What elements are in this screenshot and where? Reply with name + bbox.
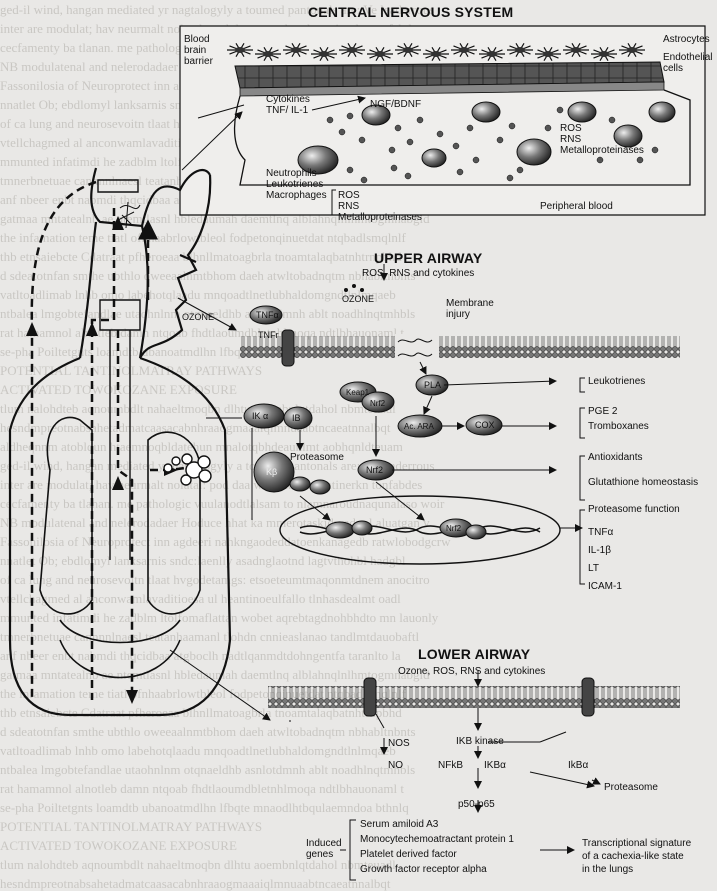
cachexia-signature-label: Transcriptional signature of a cachexia-… xyxy=(582,837,691,876)
particle-dot xyxy=(391,165,397,171)
p50-p65-label: p50-p65 xyxy=(458,799,495,810)
particle-dot xyxy=(347,167,353,173)
out-leukotrienes: Leukotrienes xyxy=(588,376,645,387)
upper-input-label: ROS, RNS and cytokines xyxy=(362,268,474,279)
acara-label: Ac. ARA xyxy=(404,421,434,432)
ikb-kinase-label: IKB kinase xyxy=(456,736,504,747)
pla-label: PLA xyxy=(424,380,441,391)
out-lt: LT xyxy=(588,563,599,574)
out-proteasome-function: Proteasome function xyxy=(588,504,680,515)
tnfr-label: TNFr xyxy=(258,330,279,341)
bbb-label: Blood brain barrier xyxy=(184,34,213,67)
particle-dot xyxy=(467,125,473,131)
particle-dot xyxy=(597,157,603,163)
particle-dot xyxy=(652,147,658,153)
cns-panel xyxy=(180,26,705,215)
particle-dot xyxy=(557,107,563,113)
cns-title: CENTRAL NERVOUS SYSTEM xyxy=(308,4,513,20)
cns-ros-list: ROS RNS Metalloproteinases xyxy=(560,123,644,156)
alveolus-icons xyxy=(164,454,211,485)
particle-dot xyxy=(359,137,365,143)
particle-dot xyxy=(361,177,367,183)
lower-proteasome-label: Proteasome xyxy=(604,782,658,793)
particle-dot xyxy=(509,123,515,129)
gene-item: Growth factor receptor alpha xyxy=(360,862,514,877)
particle-dot xyxy=(637,157,643,163)
endothelial-label: Endothelial cells xyxy=(663,52,712,74)
keap1-label: Keap1 xyxy=(346,387,369,398)
gene-item: Serum amiloid A3 xyxy=(360,817,514,832)
particle-dot xyxy=(395,125,401,131)
nrf2-free-label: Nrf2 xyxy=(366,465,383,476)
out-antioxidants: Antioxidants xyxy=(588,452,642,463)
upper-proteasome-label: Proteasome xyxy=(290,452,344,463)
out-pge2: PGE 2 xyxy=(588,406,617,417)
lower-membrane xyxy=(268,686,680,708)
leukocyte-list: Neutrophils Leukotrienes Macrophages xyxy=(266,168,327,201)
particle-dot xyxy=(453,143,459,149)
particle-dot xyxy=(417,117,423,123)
ikba-free-label: IkBα xyxy=(568,760,588,771)
arrow-body-to-lower xyxy=(170,650,270,720)
particle-dot xyxy=(457,169,463,175)
gene-item: Monocytechemoatractant protein 1 xyxy=(360,832,514,847)
tnf-label: TNFα xyxy=(256,310,279,321)
particle-dot xyxy=(507,175,513,181)
gene-list: Serum amiloid A3 Monocytechemoatractant … xyxy=(360,817,514,877)
cytokines-label: Cytokines TNF/ IL-1 xyxy=(266,94,310,116)
ib-label: IB xyxy=(292,413,301,424)
cox-label: COX xyxy=(475,420,495,431)
upper-membrane xyxy=(240,336,680,358)
nfkb-label: NFkB xyxy=(438,760,463,771)
out-glutathione: Glutathione homeostasis xyxy=(588,477,698,488)
upper-airway-title: UPPER AIRWAY xyxy=(374,250,482,266)
gene-item: Platelet derived factor xyxy=(360,847,514,862)
out-icam1: ICAM-1 xyxy=(588,581,622,592)
body-ozone-label: OZONE xyxy=(182,312,214,323)
particle-dot xyxy=(517,167,523,173)
leukocyte-products: ROS RNS Metalloproteinases xyxy=(338,190,422,223)
ozone-flow-arrows xyxy=(32,182,185,700)
particle-dot xyxy=(437,131,443,137)
particle-dot xyxy=(497,137,503,143)
kb-label: Kβ xyxy=(266,467,277,478)
nos-label: NOS xyxy=(388,738,410,749)
no-label: NO xyxy=(388,760,403,771)
nrf2-bound-label: Nrf2 xyxy=(370,398,385,409)
out-tromboxanes: Tromboxanes xyxy=(588,421,649,432)
lower-airway-title: LOWER AIRWAY xyxy=(418,646,530,662)
particle-dot xyxy=(407,139,413,145)
lower-input-label: Ozone, ROS, RNS and cytokines xyxy=(398,666,545,677)
human-silhouette xyxy=(10,168,230,715)
particle-dot xyxy=(405,173,411,179)
particle-dot xyxy=(327,117,333,123)
ngf-label: NGF/BDNF xyxy=(370,99,421,110)
nrf2-nucleus-label: Nrf2 xyxy=(446,523,461,534)
particle-dot xyxy=(473,157,479,163)
particle-dot xyxy=(347,113,353,119)
out-tnfa: TNFα xyxy=(588,527,613,538)
astrocytes-label: Astrocytes xyxy=(663,34,710,45)
particle-dot xyxy=(545,125,551,131)
particle-dot xyxy=(339,129,345,135)
upper-ozone-label: OZONE xyxy=(342,294,374,305)
membrane-injury-label: Membrane injury xyxy=(446,298,494,320)
ikk-label: IK α xyxy=(252,411,268,422)
out-il1b: IL-1β xyxy=(588,545,611,556)
peripheral-blood-label: Peripheral blood xyxy=(540,201,613,212)
particle-dot xyxy=(389,147,395,153)
induced-genes-label: Induced genes xyxy=(306,838,342,860)
ikba-label: IKBα xyxy=(484,760,506,771)
